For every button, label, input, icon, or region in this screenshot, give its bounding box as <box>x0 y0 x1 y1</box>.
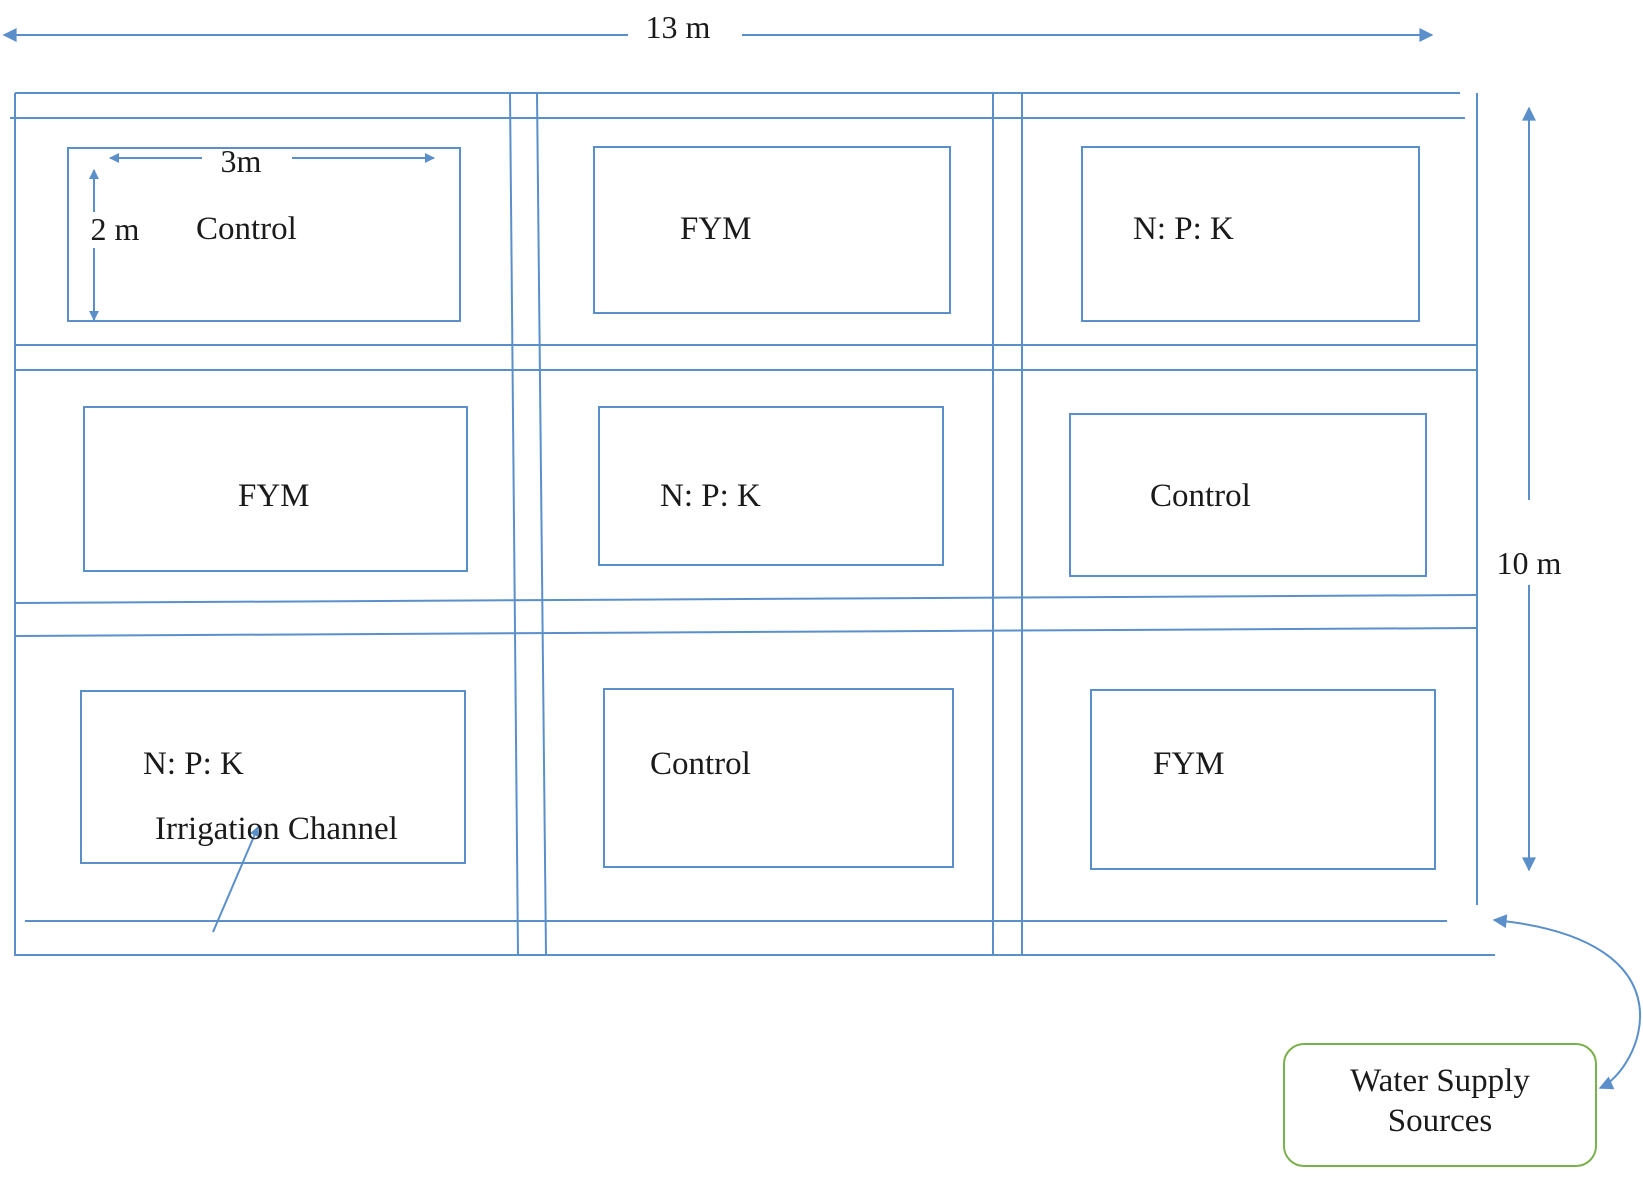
plot-r3c1 <box>80 690 466 864</box>
water-supply-line1: Water Supply <box>1350 1063 1530 1099</box>
plot-r1c3 <box>1081 146 1420 322</box>
plot-r2c3 <box>1069 413 1427 577</box>
plot-r1c2 <box>593 146 951 314</box>
water-supply-box <box>1283 1043 1597 1167</box>
plot-r2c2 <box>598 406 944 566</box>
plot-r3c3 <box>1090 689 1436 870</box>
plot-r3c2-label: Control <box>650 746 751 782</box>
plot-r3c3-label: FYM <box>1153 746 1225 782</box>
vertical-channels <box>509 92 1023 956</box>
plot-r2c2-label: N: P: K <box>660 478 761 514</box>
plot-r1c1 <box>67 147 461 322</box>
water-supply-line2: Sources <box>1388 1103 1492 1139</box>
irrigation-channel-label: Irrigation Channel <box>155 811 398 847</box>
plot-r3c1-label: N: P: K <box>143 746 244 782</box>
plot-r1c1-label: Control <box>196 211 297 247</box>
field-boundary <box>10 92 1495 956</box>
water-supply-arrow <box>1492 914 1642 1090</box>
plot-r3c2 <box>603 688 954 868</box>
horizontal-channels <box>14 344 1478 637</box>
plot-r1c2-label: FYM <box>680 211 752 247</box>
height-dimension-label: 10 m <box>1497 545 1562 581</box>
plot-height-label: 2 m <box>91 211 140 247</box>
irrigation-pointer-arrow <box>212 826 260 933</box>
plot-r1c3-label: N: P: K <box>1133 211 1234 247</box>
plot-r2c3-label: Control <box>1150 478 1251 514</box>
width-dimension-label: 13 m <box>646 9 711 45</box>
plot-width-label: 3m <box>221 143 262 179</box>
plot-r2c1-label: FYM <box>238 478 310 514</box>
plot-r2c1 <box>83 406 468 572</box>
